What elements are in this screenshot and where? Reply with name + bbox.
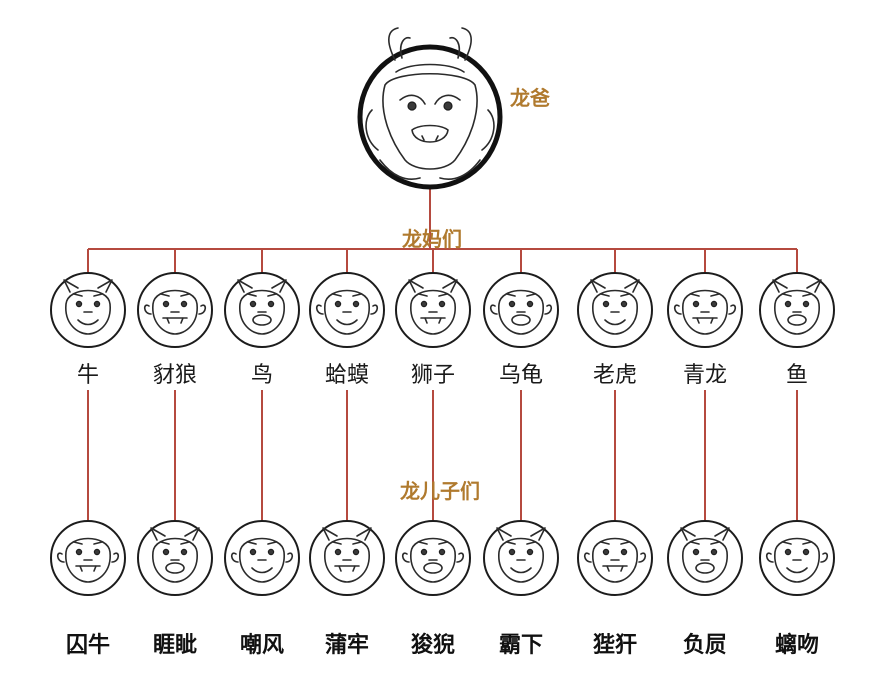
children-row: 囚牛 睚眦 嘲风 蒲牢 狻猊 霸下 狴犴 负屃 螭吻 xyxy=(50,520,835,658)
child-node: 螭吻 xyxy=(759,520,835,658)
mother-node: 豺狼 xyxy=(137,272,213,388)
mother-label: 蛤蟆 xyxy=(325,363,369,388)
mother-portrait-frame xyxy=(395,272,471,348)
chiwen-portrait-icon xyxy=(765,537,829,583)
child-label: 狻猊 xyxy=(411,632,455,658)
mother-node: 牛 xyxy=(50,272,126,388)
wolf-portrait-icon xyxy=(143,289,207,335)
child-portrait-frame xyxy=(137,520,213,596)
mother-label: 牛 xyxy=(77,363,99,388)
mother-node: 蛤蟆 xyxy=(309,272,385,388)
connector-lines xyxy=(87,187,798,521)
qiuniu-portrait-icon xyxy=(56,537,120,583)
child-portrait-frame xyxy=(224,520,300,596)
dragon-portrait-frame xyxy=(357,44,503,190)
mother-label: 豺狼 xyxy=(153,363,197,388)
ox-portrait-icon xyxy=(63,279,113,335)
mother-node: 鱼 xyxy=(759,272,835,388)
mother-portrait-frame xyxy=(224,272,300,348)
child-node: 嘲风 xyxy=(224,520,300,658)
chaofeng-portrait-icon xyxy=(230,537,294,583)
child-node: 囚牛 xyxy=(50,520,126,658)
mother-node: 老虎 xyxy=(577,272,653,388)
mother-node: 青龙 xyxy=(667,272,743,388)
child-label: 螭吻 xyxy=(775,632,819,658)
child-node: 狻猊 xyxy=(395,520,471,658)
mother-node: 乌龟 xyxy=(483,272,559,388)
tiger-portrait-icon xyxy=(590,279,640,335)
pulao-portrait-icon xyxy=(322,527,372,583)
child-portrait-frame xyxy=(577,520,653,596)
mothers-row: 牛 豺狼 鸟 蛤蟆 狮子 乌龟 老虎 青龙 鱼 xyxy=(50,272,835,388)
dragon-portrait-icon xyxy=(365,27,495,180)
fuxi-portrait-icon xyxy=(680,527,730,583)
child-portrait-frame xyxy=(50,520,126,596)
child-node: 负屃 xyxy=(667,520,743,658)
yazi-portrait-icon xyxy=(150,527,200,583)
child-label: 嘲风 xyxy=(240,632,284,658)
father-label: 龙爸 xyxy=(510,86,550,110)
mother-portrait-frame xyxy=(483,272,559,348)
bird-portrait-icon xyxy=(237,279,287,335)
mothers-tier-label: 龙妈们 xyxy=(402,227,462,251)
child-label: 蒲牢 xyxy=(325,632,369,658)
mother-label: 乌龟 xyxy=(499,363,543,388)
child-portrait-frame xyxy=(483,520,559,596)
child-portrait-frame xyxy=(395,520,471,596)
mother-label: 鸟 xyxy=(251,363,273,388)
mother-portrait-frame xyxy=(577,272,653,348)
turtle-portrait-icon xyxy=(489,289,553,335)
mother-portrait-frame xyxy=(137,272,213,348)
fish-portrait-icon xyxy=(772,279,822,335)
mother-label: 老虎 xyxy=(593,363,637,388)
toad-portrait-icon xyxy=(315,289,379,335)
mother-portrait-frame xyxy=(667,272,743,348)
father-node: 龙爸 xyxy=(357,27,550,190)
mother-label: 狮子 xyxy=(411,363,455,388)
azure-dragon-portrait-icon xyxy=(673,289,737,335)
child-label: 睚眦 xyxy=(153,633,197,658)
mother-node: 狮子 xyxy=(395,272,471,388)
child-label: 囚牛 xyxy=(66,632,110,658)
child-node: 蒲牢 xyxy=(309,520,385,658)
children-tier-label: 龙儿子们 xyxy=(400,479,480,503)
child-portrait-frame xyxy=(759,520,835,596)
child-portrait-frame xyxy=(309,520,385,596)
suanni-portrait-icon xyxy=(401,537,465,583)
bian-portrait-icon xyxy=(583,537,647,583)
child-node: 睚眦 xyxy=(137,520,213,658)
mother-portrait-frame xyxy=(50,272,126,348)
mother-node: 鸟 xyxy=(224,272,300,388)
child-label: 霸下 xyxy=(499,633,543,658)
mother-label: 青龙 xyxy=(683,363,727,388)
lion-portrait-icon xyxy=(408,279,458,335)
child-label: 负屃 xyxy=(683,633,727,658)
child-portrait-frame xyxy=(667,520,743,596)
child-node: 狴犴 xyxy=(577,520,653,658)
mother-portrait-frame xyxy=(309,272,385,348)
mother-portrait-frame xyxy=(759,272,835,348)
mother-label: 鱼 xyxy=(786,363,808,388)
child-label: 狴犴 xyxy=(593,633,637,658)
baxia-portrait-icon xyxy=(496,527,546,583)
child-node: 霸下 xyxy=(483,520,559,658)
